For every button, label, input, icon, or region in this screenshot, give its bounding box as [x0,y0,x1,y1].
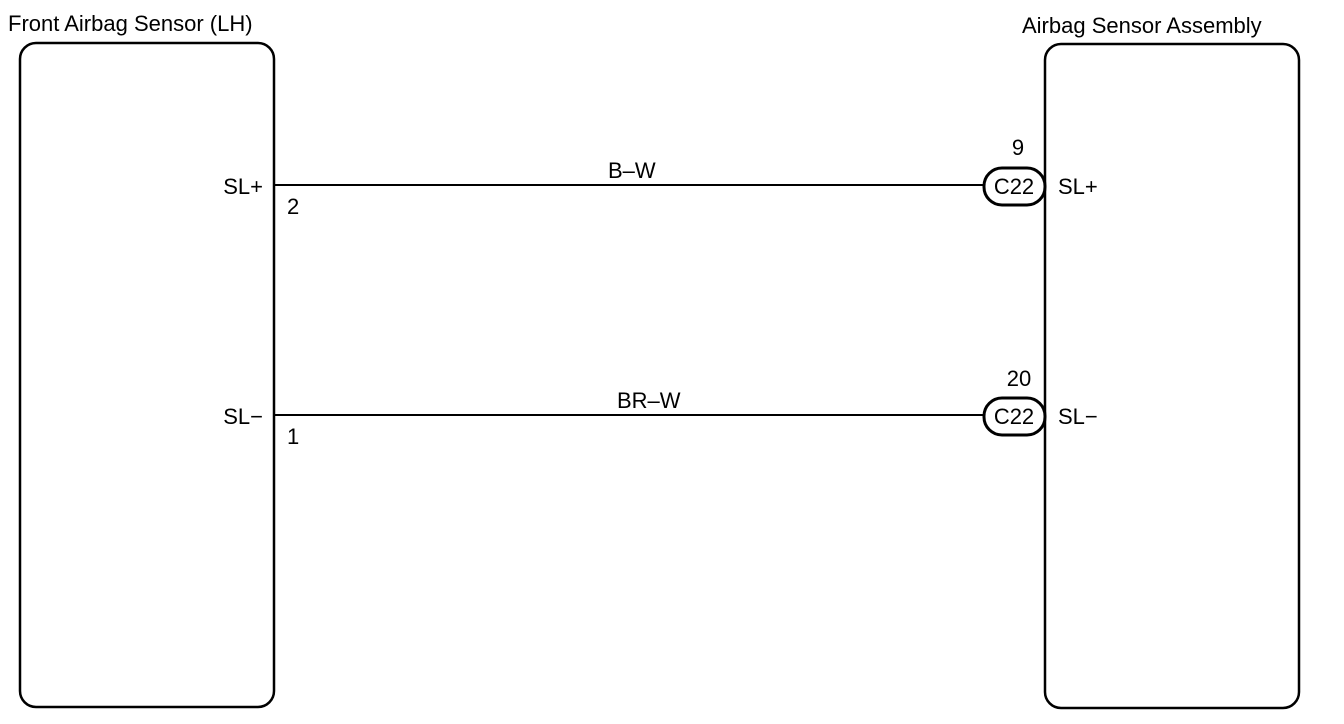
right-pin-sl-plus-label: SL+ [1058,174,1098,199]
airbag-sensor-assembly-box [1043,42,1301,710]
left-pin-sl-plus-label: SL+ [223,174,263,199]
connector-c22-pin9-label: C22 [994,174,1034,199]
wire-sl-minus-color: BR–W [617,388,681,413]
connector-c22-pin9 [982,166,1047,207]
connector-c22-pin20-label: C22 [994,404,1034,429]
left-pin-2-number: 2 [287,194,299,219]
wire-sl-plus-color: B–W [608,158,656,183]
right-component-title: Airbag Sensor Assembly [1022,13,1262,38]
connector-c22-pin20 [982,396,1047,437]
left-pin-sl-minus-label: SL− [223,404,263,429]
right-pin-20-number: 20 [1007,366,1031,391]
left-component-title: Front Airbag Sensor (LH) [8,11,253,36]
front-airbag-sensor-box [18,41,276,709]
left-pin-1-number: 1 [287,424,299,449]
right-pin-sl-minus-label: SL− [1058,404,1098,429]
right-pin-9-number: 9 [1012,135,1024,160]
